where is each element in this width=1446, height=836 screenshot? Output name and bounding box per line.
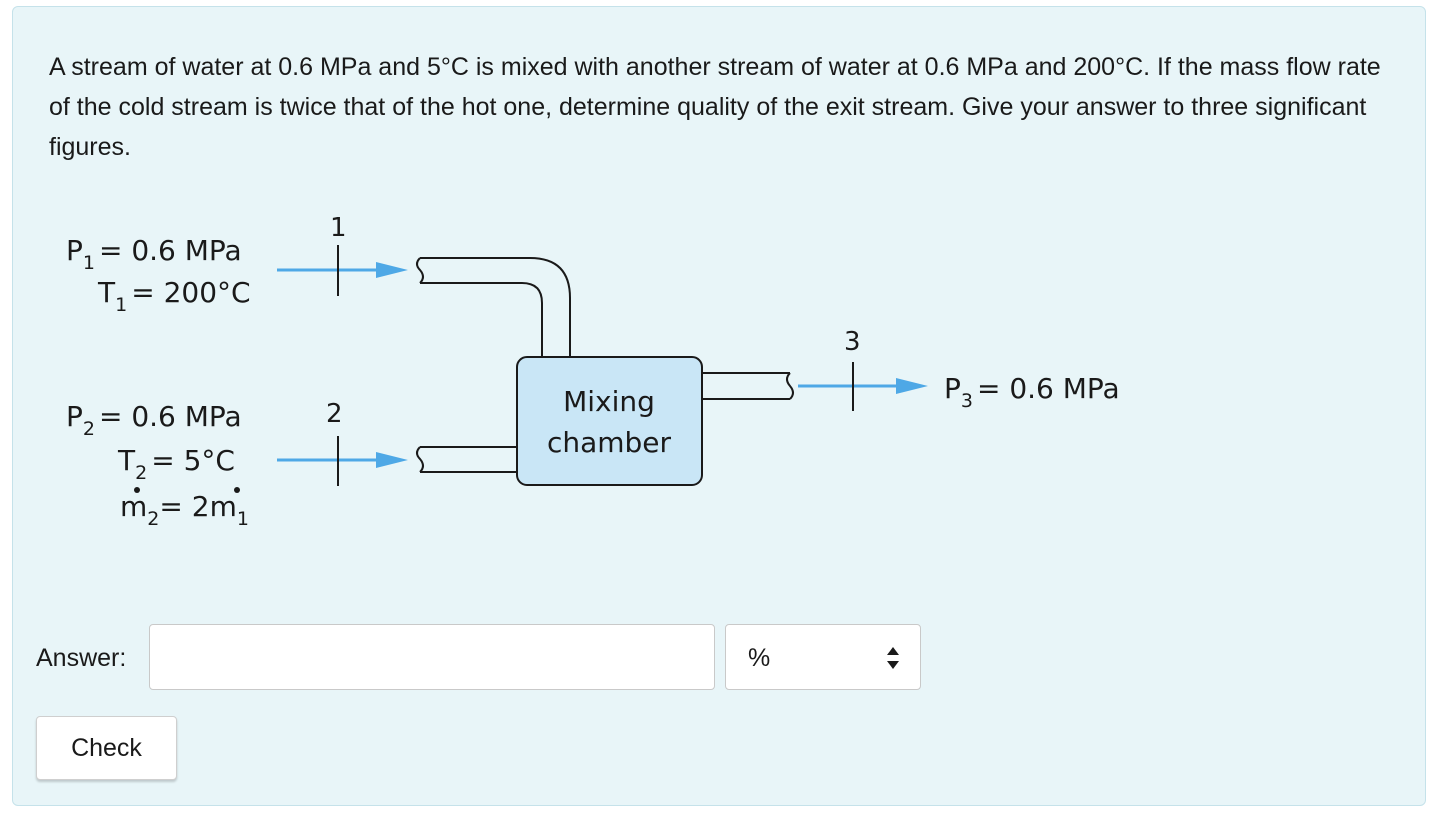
- stream2-station-number: 2: [326, 399, 343, 429]
- chamber-label-line2: chamber: [547, 426, 672, 459]
- outlet-pipe: [702, 372, 790, 400]
- answer-label: Answer:: [36, 644, 127, 672]
- stream3-station-number: 3: [844, 327, 861, 357]
- mdot-dot-1: [134, 487, 140, 493]
- stream2-pipe-cut: [416, 446, 424, 473]
- stream2-pressure-label: P2= 0.6 MPa: [66, 400, 242, 440]
- select-updown-icon: [887, 647, 899, 669]
- stream2-pipe: [420, 446, 518, 473]
- chamber-label-line1: Mixing: [563, 385, 655, 418]
- question-text: A stream of water at 0.6 MPa and 5°C is …: [49, 53, 1381, 161]
- stream1-station-number: 1: [330, 213, 347, 243]
- stream3-pressure-label: P3= 0.6 MPa: [944, 372, 1120, 412]
- mdot-dot-2: [234, 487, 240, 493]
- stream1-pipe-cut: [416, 257, 424, 284]
- stream1-temperature-label: T1= 200°C: [97, 276, 251, 316]
- unit-select[interactable]: %: [725, 624, 921, 690]
- stream2-inlet-arrow: [277, 452, 408, 468]
- answer-input[interactable]: [149, 624, 715, 690]
- stream1-pipe: [420, 257, 571, 357]
- outlet-pipe-cut: [786, 372, 794, 400]
- outlet-arrow: [798, 378, 928, 394]
- stream1-inlet-arrow: [277, 262, 408, 278]
- stream1-pressure-label: P1= 0.6 MPa: [66, 234, 242, 274]
- check-button[interactable]: Check: [36, 716, 177, 780]
- mixing-chamber-box: [516, 356, 703, 486]
- unit-selected-value: %: [748, 644, 771, 672]
- stream2-temperature-label: T2= 5°C: [117, 444, 235, 484]
- stream2-massflow-label: m2= 2m1: [120, 490, 249, 530]
